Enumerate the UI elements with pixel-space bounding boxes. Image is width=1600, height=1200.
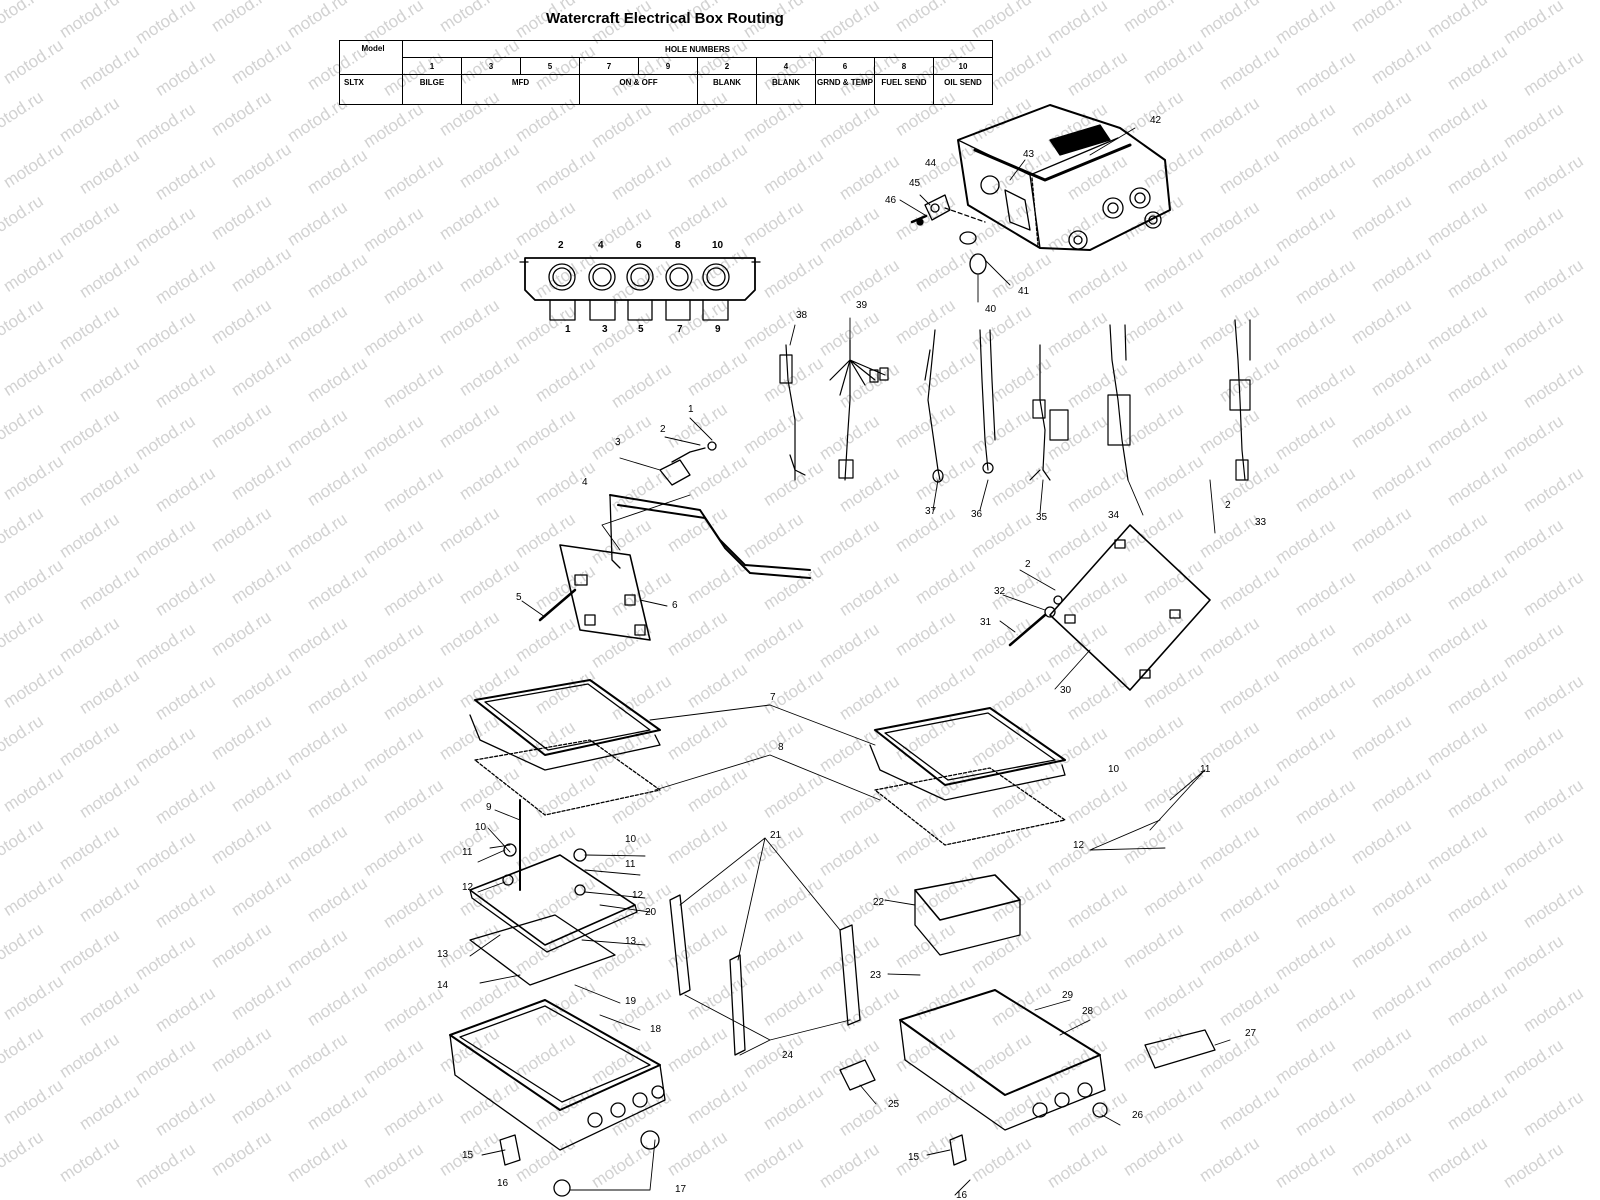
connector-hole-number: 10 [712,240,724,251]
connector-hole-number: 2 [558,240,564,251]
routing-cell: ON & OFF [579,74,698,105]
callout-number: 19 [625,996,637,1007]
callout-number: 18 [650,1024,662,1035]
assembled-electrical-box [957,104,1171,251]
callout-number: 7 [770,692,776,703]
routing-cell: BILGE [402,74,462,105]
callout-number: 16 [497,1178,509,1189]
callout-number: 3 [615,437,621,448]
callout-number: 38 [796,310,808,321]
callout-number: 33 [1255,517,1267,528]
base-housing-left [449,999,666,1197]
connector-hole-number: 3 [602,324,608,335]
callout-number: 25 [888,1099,900,1110]
callout-number: 15 [462,1150,474,1161]
callout-number: 11 [1200,764,1211,775]
callout-number: 24 [782,1050,794,1061]
callout-number: 11 [625,859,636,870]
connector-hole-number: 7 [677,324,683,335]
model-cell: SLTX [339,74,403,105]
connector-hole-number: 1 [565,324,571,335]
routing-cell: OIL SEND [933,74,993,105]
hole-routing-table: Model HOLE NUMBERS 1 3 5 7 9 2 4 6 8 10 … [339,40,993,105]
connector-hole-number: 5 [638,324,644,335]
routing-cell: BLANK [756,74,816,105]
callout-number: 2 [1225,500,1231,511]
callout-number: 42 [1150,115,1162,126]
box-lids [469,679,1066,846]
callout-number: 45 [909,178,921,189]
callout-number: 37 [925,506,937,517]
callout-number: 12 [1073,840,1085,851]
callout-number: 13 [437,949,449,960]
callout-number: 43 [1023,149,1035,160]
callout-number: 14 [437,980,449,991]
connector-hole-number: 9 [715,324,721,335]
callout-number: 20 [645,907,657,918]
diagram-title: Watercraft Electrical Box Routing [546,10,784,27]
callout-number: 28 [1082,1006,1094,1017]
callout-number: 32 [994,586,1006,597]
callout-number: 8 [778,742,784,753]
callout-number: 12 [462,882,474,893]
callout-number: 22 [873,897,885,908]
mounting-bracket [538,441,811,641]
table-header-row: Model HOLE NUMBERS [339,40,993,75]
callout-number: 27 [1245,1028,1257,1039]
callout-number: 4 [582,477,588,488]
box-mounting-hardware [910,194,987,275]
callout-number: 15 [908,1152,920,1163]
callout-number: 10 [625,834,637,845]
base-housing-right [839,874,1216,1166]
callout-number: 35 [1036,512,1048,523]
fuse-strips [669,894,861,1056]
callout-number: 2 [660,424,666,435]
callout-number: 34 [1108,510,1120,521]
routing-cell: FUEL SEND [874,74,934,105]
model-routing-row: SLTX BILGE MFD ON & OFF BLANK BLANK GRND… [339,74,993,105]
model-header-cell: Model [339,40,403,75]
callout-number: 17 [675,1184,687,1195]
callout-number: 41 [1018,286,1030,297]
callout-number: 16 [956,1190,968,1200]
callout-number: 46 [885,195,897,206]
callout-number: 10 [475,822,487,833]
callout-number: 13 [625,936,637,947]
connector-hole-number: 4 [598,240,604,251]
callout-number: 31 [980,617,992,628]
connector-hole-labels: 2 4 6 8 10 1 3 5 7 9 [558,240,724,335]
callout-leaders [469,127,1231,1196]
connector-hole-number: 6 [636,240,642,251]
callout-number: 9 [486,802,492,813]
circuit-board [469,799,638,986]
connector-hole-number: 8 [675,240,681,251]
callout-number: 40 [985,304,997,315]
callout-number: 39 [856,300,868,311]
callout-number: 44 [925,158,937,169]
routing-cell: BLANK [697,74,757,105]
callout-number: 5 [516,592,522,603]
cover-plate [1008,524,1211,691]
routing-cell: GRND & TEMP [815,74,875,105]
wire-harnesses [779,319,1251,483]
callout-number: 26 [1132,1110,1144,1121]
callout-number: 1 [688,404,694,415]
callout-number: 2 [1025,559,1031,570]
routing-cell: MFD [461,74,580,105]
callout-number: 21 [770,830,782,841]
callout-number: 29 [1062,990,1074,1001]
callout-number: 10 [1108,764,1120,775]
callout-number: 11 [462,847,473,858]
hole-number-cell: 10 [933,57,993,75]
callout-number: 6 [672,600,678,611]
callout-number: 12 [632,890,644,901]
connector-hole-block [519,257,761,321]
callout-number: 30 [1060,685,1072,696]
callout-number: 36 [971,509,983,520]
callout-number: 23 [870,970,882,981]
